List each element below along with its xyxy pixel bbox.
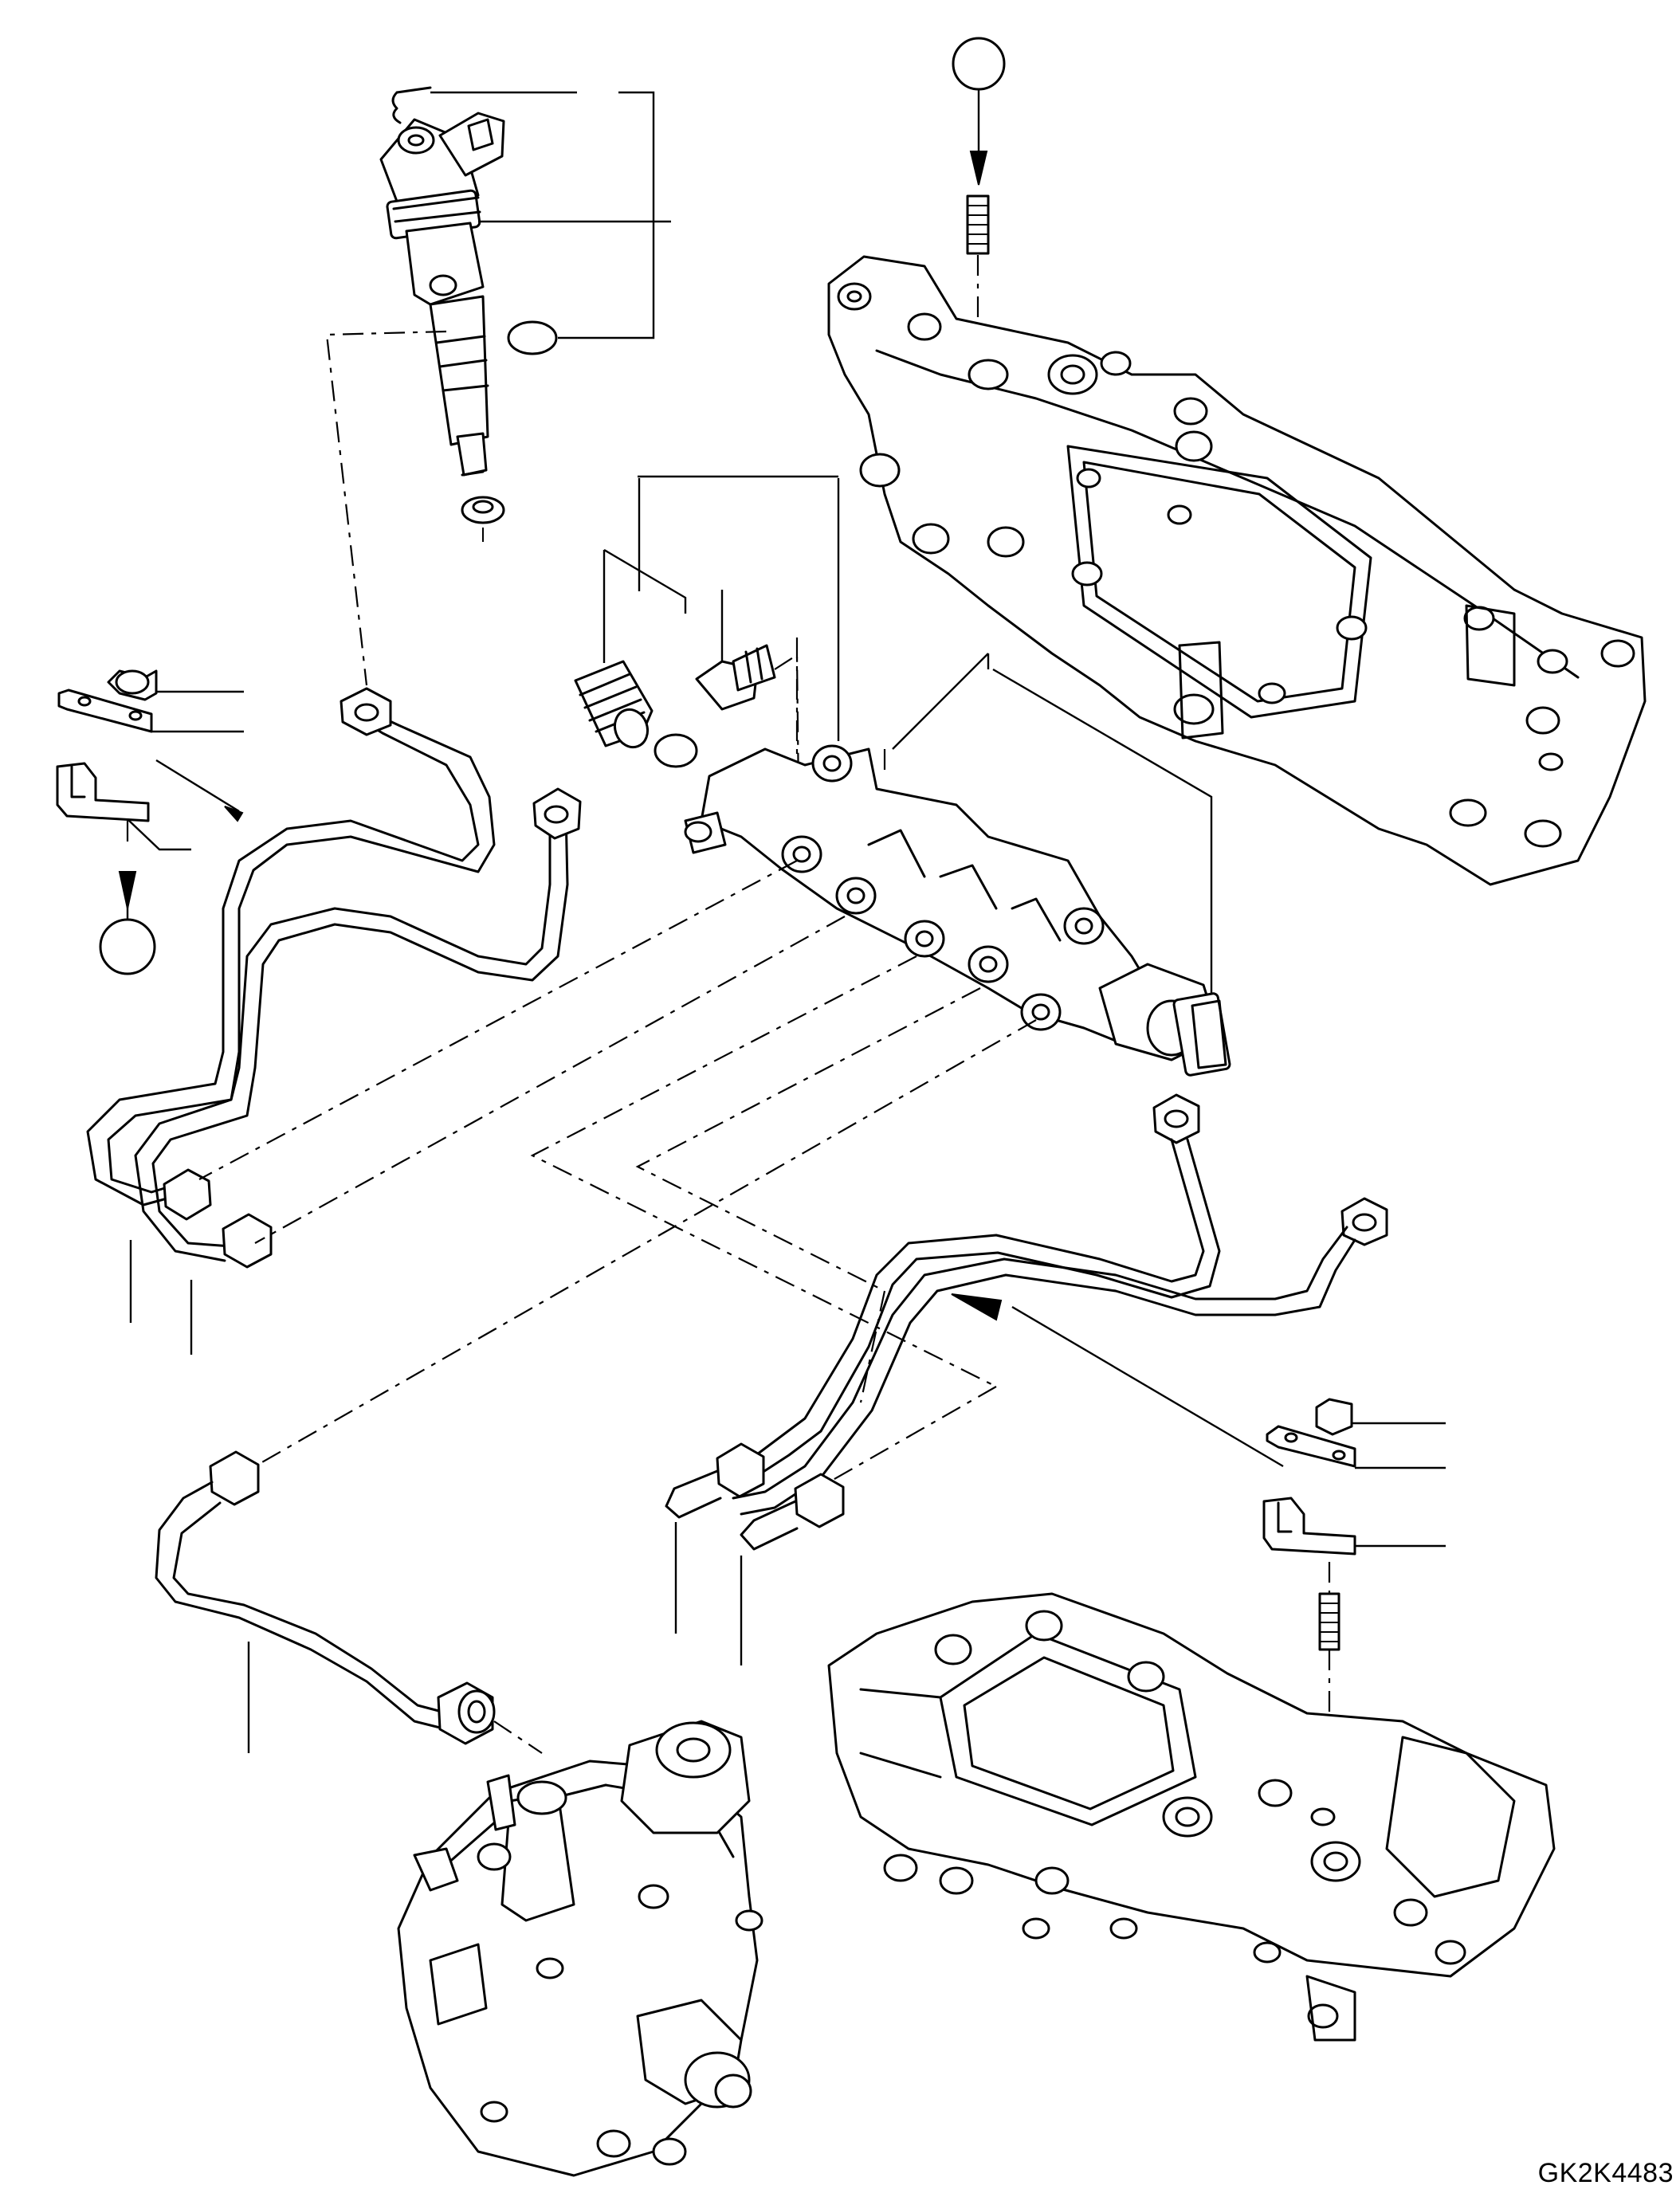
injector-leaders — [325, 91, 671, 686]
callout-circle-top — [952, 37, 1006, 186]
common-rail — [684, 744, 1157, 1046]
rail-pressure-sensor — [1098, 963, 1231, 1077]
arrow-left-pipes-head — [224, 806, 244, 822]
injection-pipe-left-2 — [134, 787, 582, 1262]
pipe-nuts-right — [665, 1442, 845, 1665]
stud-top — [966, 194, 990, 335]
injection-pipe-right-2 — [732, 1197, 1388, 1516]
high-pressure-pump — [397, 1720, 763, 2177]
arrow-right-pipes-head — [951, 1293, 1003, 1321]
injector-oring — [507, 320, 558, 355]
stud-right — [1318, 1562, 1340, 1729]
drawing-reference-code: GK2K4483 — [1537, 2158, 1674, 2188]
arrow-right-pipes — [1011, 1305, 1284, 1468]
injector-seal — [461, 496, 505, 542]
pipe-clamp-left — [56, 669, 244, 851]
pump-to-rail-pipe — [155, 1450, 543, 1754]
intake-manifold-lower — [827, 1592, 1556, 2042]
injection-pipe-left-1 — [86, 687, 496, 1206]
assembly-lines — [198, 860, 1037, 1483]
injection-pipe-right-1 — [740, 1093, 1221, 1477]
pressure-limiter-valve — [574, 660, 806, 798]
callout-circle-left — [99, 871, 156, 975]
intake-manifold-upper — [827, 255, 1647, 886]
arrow-left-pipes — [155, 759, 240, 813]
pipe-nuts-left — [129, 1168, 273, 1355]
rail-bolt — [695, 644, 800, 798]
injector — [379, 86, 505, 477]
pipe-clamp-right — [1262, 1398, 1446, 1556]
rail-bracket-leaders — [603, 475, 1213, 1028]
